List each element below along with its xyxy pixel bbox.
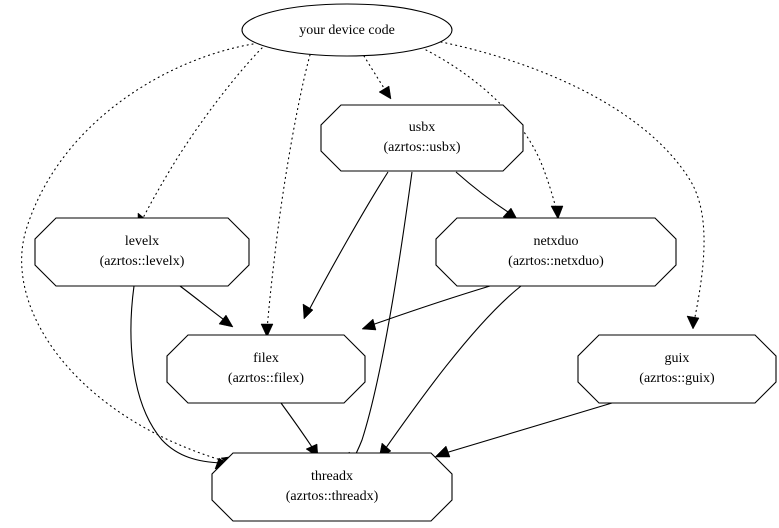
edge-device-to-levelx (137, 47, 263, 229)
node-filex-label-line2: (azrtos::filex) (228, 371, 305, 386)
edge-group-dotted (21, 41, 705, 469)
arrowhead (378, 85, 392, 100)
edge-usbx-to-filex (302, 171, 389, 320)
node-filex[interactable]: filex (azrtos::filex) (166, 334, 366, 404)
octagon-shape[interactable] (211, 452, 453, 522)
arrowhead (218, 314, 234, 328)
node-device-label: your device code (299, 23, 395, 38)
edge-usbx-to-threadx (347, 171, 413, 468)
edge-path (425, 49, 558, 213)
arrowhead (550, 205, 564, 220)
node-device[interactable]: your device code (241, 3, 453, 57)
edge-path (382, 285, 522, 453)
arrowhead (686, 315, 700, 330)
node-usbx[interactable]: usbx (azrtos::usbx) (320, 104, 524, 172)
edge-usbx-to-netxduo (455, 171, 518, 220)
edge-device-to-guix (440, 41, 705, 330)
edge-path (140, 47, 263, 223)
node-filex-label-line1: filex (253, 351, 279, 366)
edge-netxduo-to-threadx (378, 285, 522, 459)
arrowhead (260, 323, 274, 338)
octagon-shape[interactable] (166, 334, 366, 404)
octagon-shape[interactable] (577, 334, 777, 404)
edge-group-solid (130, 171, 613, 470)
edge-path (130, 285, 223, 464)
node-guix-label-line2: (azrtos::guix) (639, 371, 715, 386)
node-levelx-label-line1: levelx (125, 234, 159, 249)
ellipse-shape[interactable] (241, 3, 453, 57)
node-threadx-label-line1: threadx (311, 469, 353, 484)
edge-path (179, 285, 228, 323)
edge-guix-to-threadx (434, 402, 613, 458)
node-threadx[interactable]: threadx (azrtos::threadx) (211, 452, 453, 522)
edge-path (266, 54, 311, 331)
edge-path (21, 43, 254, 464)
edge-device-to-filex (260, 54, 311, 338)
edge-netxduo-to-filex (361, 285, 491, 331)
node-usbx-label-line2: (azrtos::usbx) (384, 140, 461, 155)
arrowhead (302, 303, 314, 320)
edge-filex-to-threadx (280, 402, 319, 458)
node-guix[interactable]: guix (azrtos::guix) (577, 334, 777, 404)
edge-path (455, 171, 512, 215)
node-guix-label-line1: guix (665, 351, 690, 366)
octagon-shape[interactable] (34, 217, 250, 287)
arrowhead (434, 445, 451, 458)
octagon-shape[interactable] (320, 104, 524, 172)
node-threadx-label-line2: (azrtos::threadx) (286, 489, 379, 504)
node-netxduo-label-line2: (azrtos::netxduo) (508, 254, 604, 269)
edge-path (351, 171, 413, 462)
edge-device-to-netxduo (425, 49, 564, 220)
node-levelx-label-line2: (azrtos::levelx) (100, 254, 185, 269)
octagon-shape[interactable] (435, 217, 677, 287)
edge-path (307, 171, 389, 313)
edge-path (368, 285, 491, 327)
node-netxduo[interactable]: netxduo (azrtos::netxduo) (435, 217, 677, 287)
edge-path (441, 402, 613, 455)
arrowhead (361, 318, 377, 331)
edge-path (363, 55, 388, 94)
node-netxduo-label-line1: netxduo (533, 234, 578, 249)
edge-device-to-usbx (363, 55, 392, 100)
edge-path (280, 402, 315, 451)
node-levelx[interactable]: levelx (azrtos::levelx) (34, 217, 250, 287)
edge-levelx-to-filex (179, 285, 234, 328)
node-usbx-label-line1: usbx (409, 120, 435, 135)
